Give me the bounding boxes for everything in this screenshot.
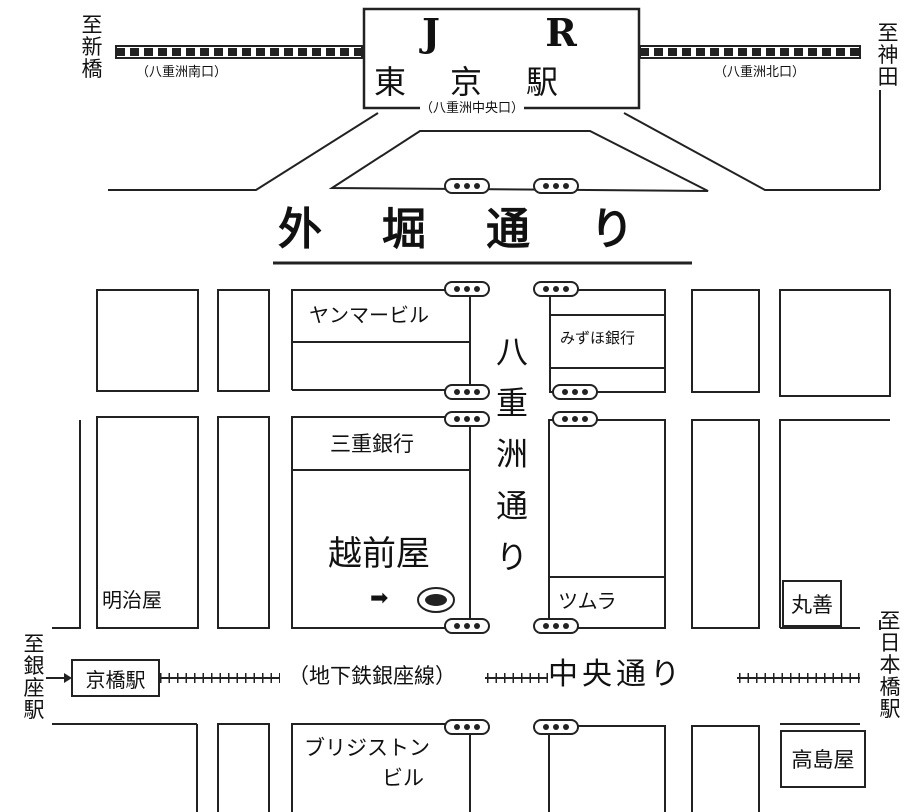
building-tsumura: ツムラ <box>558 589 617 613</box>
crosswalk <box>444 281 490 297</box>
direction-shinbashi: 至新橋 <box>81 13 103 82</box>
destination-marker-dot <box>425 594 447 606</box>
crosswalk <box>533 618 579 634</box>
crosswalk <box>444 411 490 427</box>
block-r1-e <box>691 289 760 393</box>
crosswalk <box>444 719 490 735</box>
building-mie-bank: 三重銀行 <box>330 432 414 456</box>
block-r2-c <box>291 416 471 629</box>
building-yanmar: ヤンマービル <box>309 303 429 327</box>
block-r2-e <box>691 419 760 629</box>
block-r1-c <box>291 289 471 390</box>
crosswalks <box>444 178 598 735</box>
block-r3-c <box>291 723 471 812</box>
exit-south-label: （八重洲南口） <box>136 65 228 80</box>
crosswalk <box>444 618 490 634</box>
kyobashi-station-box: 京橋駅 <box>71 659 160 697</box>
block-r1-a <box>96 289 199 392</box>
crosswalk <box>533 719 579 735</box>
crosswalk <box>552 384 598 400</box>
plaza-road-right <box>623 112 880 191</box>
sotobori-street-label: 外 堀 通 り <box>278 204 642 255</box>
building-takashimaya: 高島屋 <box>780 730 866 788</box>
building-mizuho: みずほ銀行 <box>560 329 636 347</box>
plaza-island <box>328 130 709 192</box>
building-bridgestone-line1: ブリジストン <box>304 736 430 760</box>
building-maruzen: 丸善 <box>782 580 842 627</box>
block-r2-f <box>779 419 890 628</box>
crosswalk <box>444 384 490 400</box>
exit-north-label: （八重洲北口） <box>714 65 806 80</box>
crosswalk <box>552 411 598 427</box>
subway-line-label: （地下鉄銀座線） <box>288 664 456 688</box>
chuo-street-label: 中央通り <box>548 657 684 692</box>
destination-arrow-icon: ➡ <box>370 586 389 611</box>
crosswalk <box>533 178 579 194</box>
direction-kanda: 至神田 <box>877 21 899 90</box>
plaza-road-left <box>108 112 379 191</box>
block-r2-edge <box>52 420 81 629</box>
block-r3-e <box>691 725 760 812</box>
crosswalk <box>533 281 579 297</box>
crosswalk <box>444 178 490 194</box>
station-line-label: J R <box>422 10 623 55</box>
building-meijiya: 明治屋 <box>102 588 162 612</box>
direction-nihonbashi-station: 至日本橋駅 <box>879 609 901 722</box>
station-name: 東 京 駅 <box>374 63 565 101</box>
destination-name: 越前屋 <box>328 534 430 574</box>
block-r1-d <box>549 289 666 393</box>
block-r1-f <box>779 289 891 397</box>
block-r1-b <box>217 289 270 392</box>
block-r2-b <box>217 416 270 629</box>
block-r2-a <box>96 416 199 629</box>
block-r3-d <box>548 725 666 812</box>
direction-ginza-station: 至銀座駅 <box>23 632 45 723</box>
block-r2-d <box>548 419 666 629</box>
building-bridgestone-line2: ビル <box>382 766 424 790</box>
block-r3-b <box>217 723 270 812</box>
yaesu-street-label: 八重洲通り <box>495 333 528 576</box>
exit-center-label: （八重洲中央口） <box>420 101 525 116</box>
